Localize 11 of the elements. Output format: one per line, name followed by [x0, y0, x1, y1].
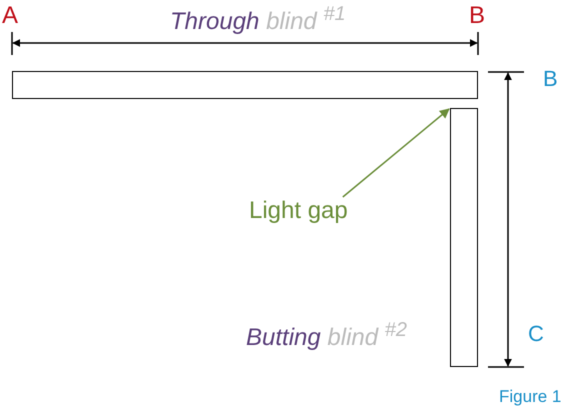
part-name: Through blind $^{#1}$: [170, 4, 346, 34]
blind-bar: [450, 108, 478, 367]
point-letter: C: [528, 323, 544, 345]
leader-line: [342, 108, 450, 198]
point-letter: A: [2, 4, 18, 28]
point-letter: B: [469, 4, 486, 28]
blind-bar: [12, 71, 478, 99]
point-letter: B: [543, 68, 558, 90]
callout-text: Light gap: [249, 197, 348, 226]
part-name: Butting blind $^{#2}$: [246, 320, 408, 350]
figure-caption: Figure 1: [499, 388, 562, 405]
